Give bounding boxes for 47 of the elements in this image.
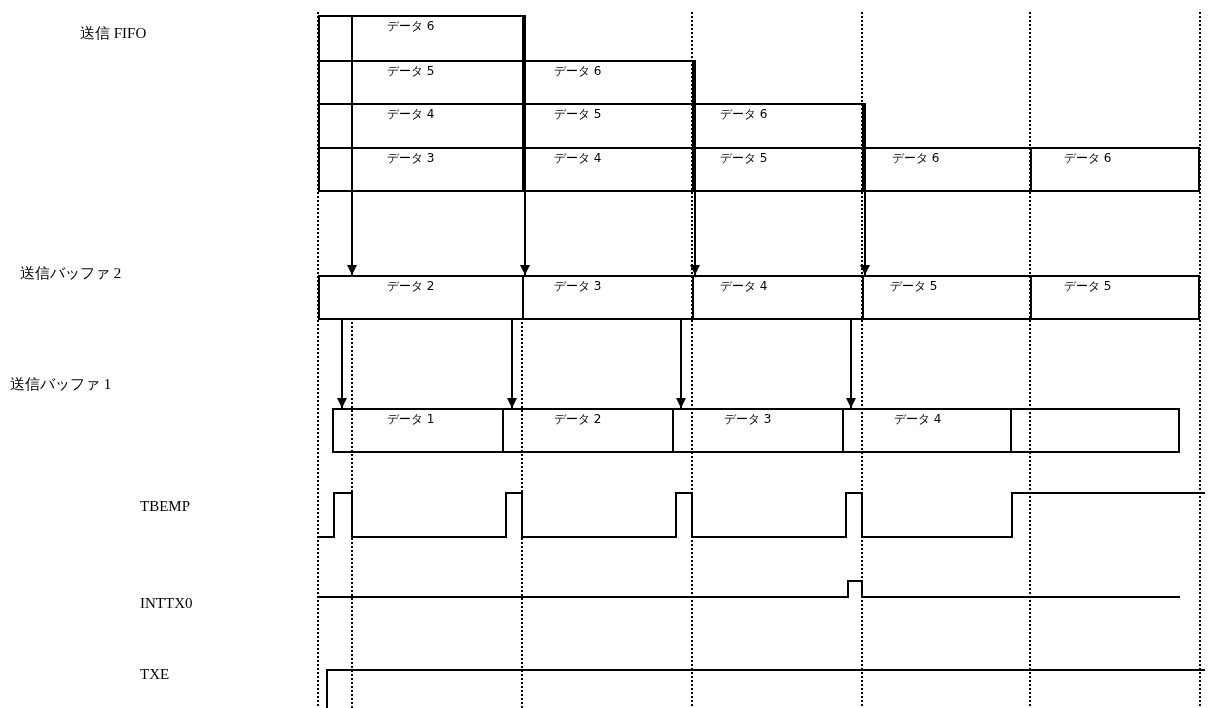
data-label: データ 3	[724, 411, 772, 428]
data-label: データ 5	[387, 63, 435, 80]
data-label: データ 1	[387, 411, 435, 428]
data-label: データ 5	[1064, 278, 1112, 295]
data-box	[522, 275, 694, 320]
data-label: データ 6	[387, 18, 435, 35]
data-label: データ 6	[1064, 150, 1112, 167]
signal-name: 送信 FIFO	[80, 24, 147, 43]
arrow	[690, 59, 700, 276]
arrow	[846, 319, 856, 409]
data-label: データ 2	[554, 411, 602, 428]
arrow	[347, 191, 357, 276]
data-label: データ 4	[554, 150, 602, 167]
data-box	[672, 408, 844, 453]
signal-name: INTTX0	[140, 595, 193, 612]
data-box	[842, 408, 1012, 453]
data-box	[1030, 275, 1200, 320]
data-box	[318, 15, 524, 62]
data-box	[1030, 147, 1200, 192]
data-box	[332, 408, 504, 453]
data-box	[692, 275, 864, 320]
data-label: データ 6	[554, 63, 602, 80]
data-label: データ 4	[387, 106, 435, 123]
arrow	[860, 102, 870, 276]
data-label: データ 6	[720, 106, 768, 123]
signal-name: TXE	[140, 666, 170, 683]
signal-name: 送信バッファ 2	[20, 264, 122, 283]
signal-name: 送信バッファ 1	[10, 375, 112, 394]
arrow	[520, 14, 530, 276]
data-label: データ 5	[890, 278, 938, 295]
data-label: データ 5	[720, 150, 768, 167]
data-label: データ 4	[720, 278, 768, 295]
data-box	[318, 275, 524, 320]
signal-name: TBEMP	[140, 498, 190, 515]
data-label: データ 6	[892, 150, 940, 167]
arrow	[676, 319, 686, 409]
arrow	[337, 319, 347, 409]
data-box	[862, 275, 1032, 320]
data-box	[502, 408, 674, 453]
data-label: データ 3	[554, 278, 602, 295]
data-label: データ 2	[387, 278, 435, 295]
data-label: データ 3	[387, 150, 435, 167]
data-label: データ 5	[554, 106, 602, 123]
data-box	[318, 147, 524, 192]
arrow	[507, 319, 517, 409]
data-label: データ 4	[894, 411, 942, 428]
data-box	[1010, 408, 1180, 453]
